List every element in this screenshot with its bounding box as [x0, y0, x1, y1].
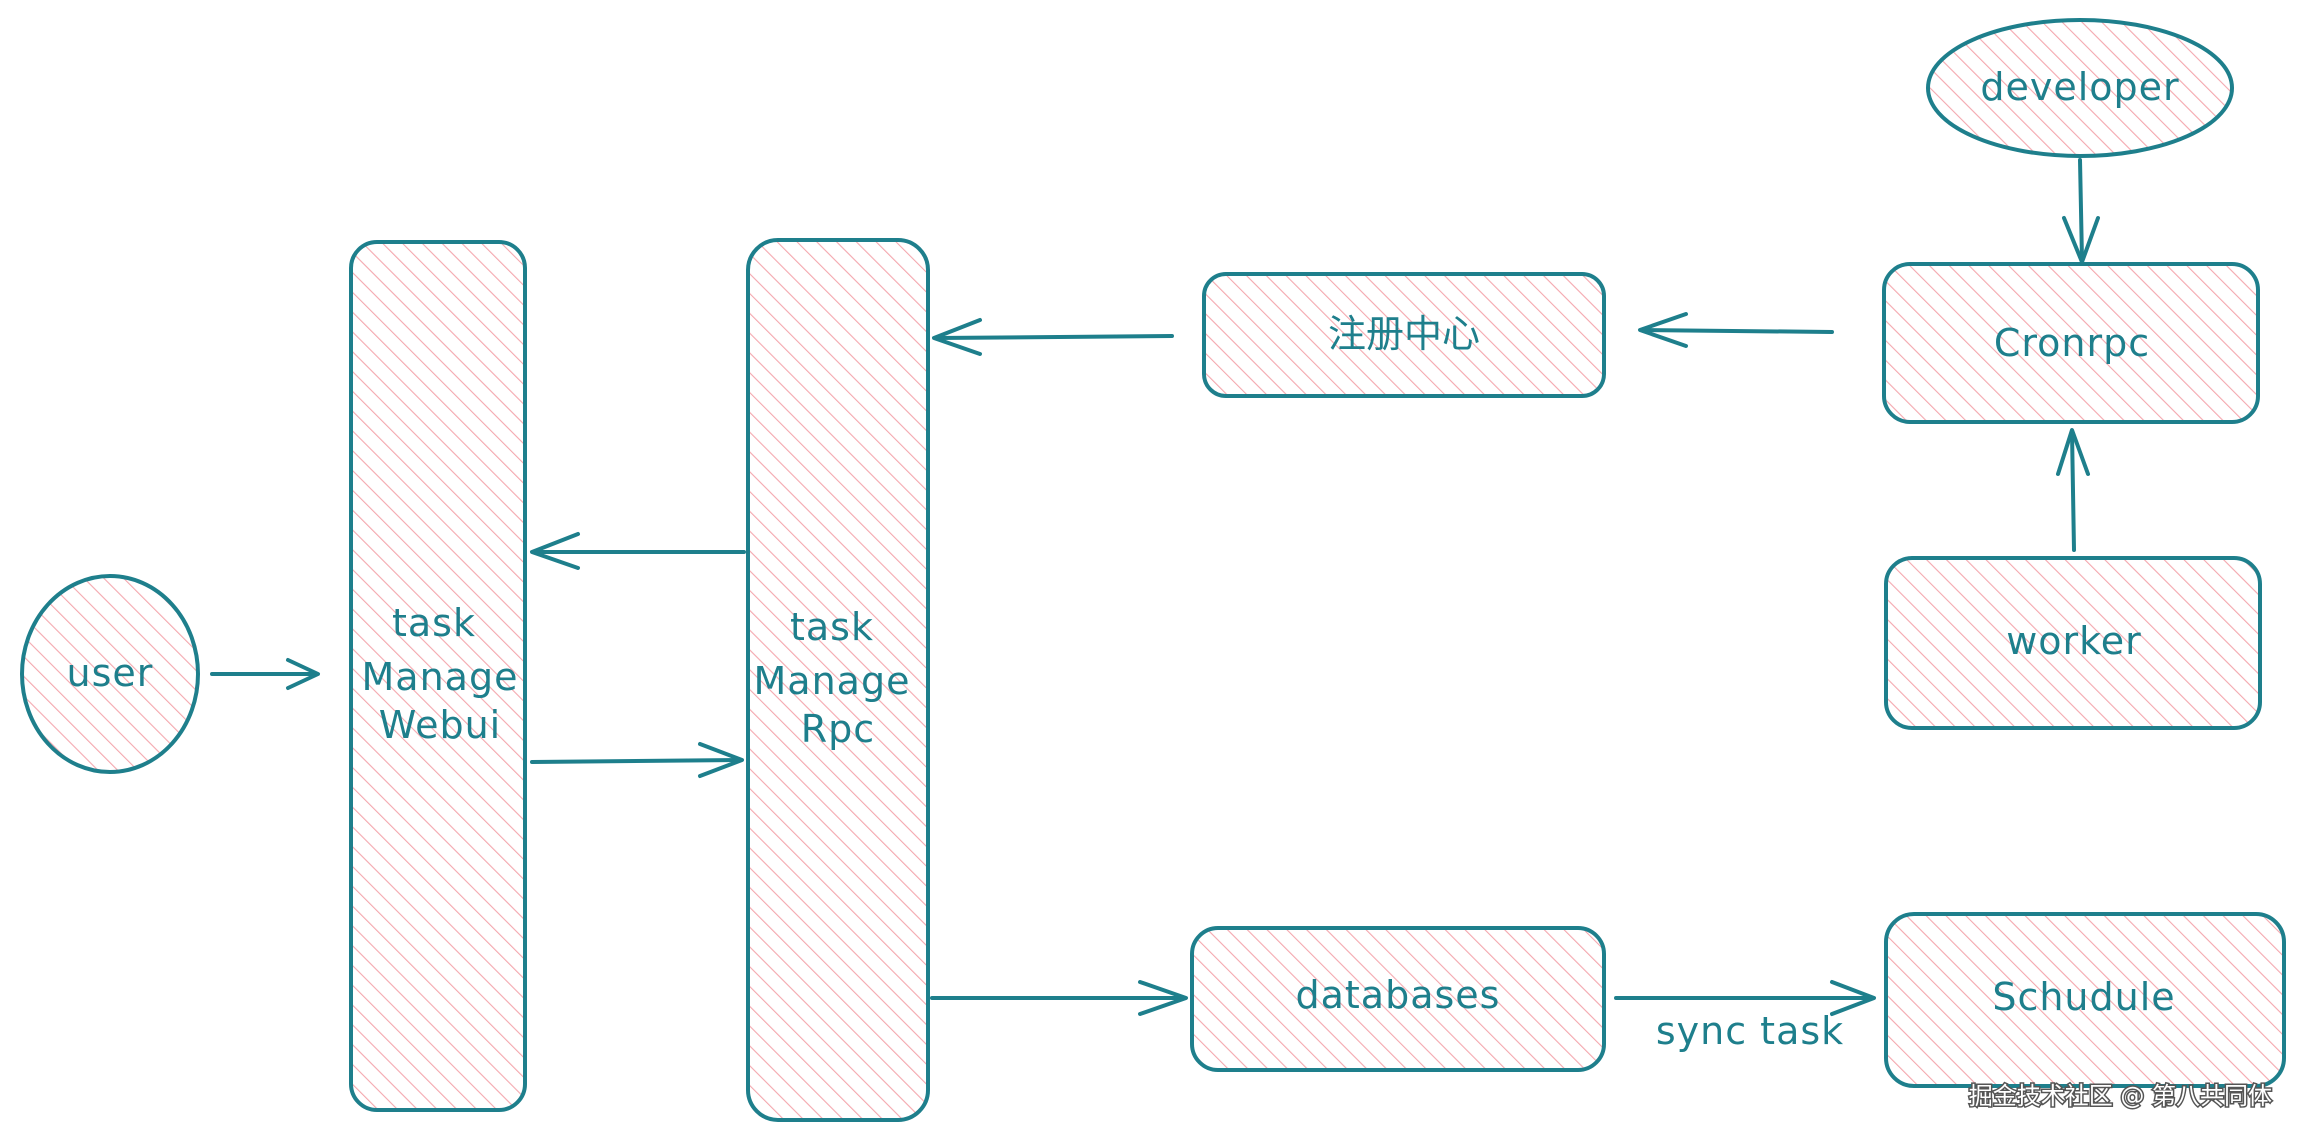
edge-webui-to-rpc-line [530, 758, 742, 764]
databases-box [1190, 926, 1606, 1072]
edge-databases-to-schedule: sync task [1614, 980, 1876, 1053]
edge-user-to-webui-arrowhead [286, 658, 320, 690]
edge-rpc-to-databases-arrowhead [1138, 980, 1188, 1016]
user-circle [20, 574, 200, 774]
databases-label: databases [1296, 973, 1501, 1017]
webui-label-line-1: task [392, 601, 476, 645]
edge-worker-to-cronrpc-line [2070, 430, 2076, 552]
node-developer: developer [1926, 18, 2234, 158]
node-rpc: task Manage Rpc [746, 238, 930, 1122]
registry-label: 注册中心 [1328, 312, 1480, 356]
edge-worker-to-cronrpc-arrowhead [2056, 428, 2090, 476]
user-label: user [67, 651, 154, 695]
edge-developer-to-cronrpc [2062, 158, 2100, 264]
watermark-text: 掘金技术社区 @ 第八共同体 [1969, 1082, 2272, 1110]
edge-rpc-to-databases [930, 980, 1188, 1016]
node-cronrpc: Cronrpc [1882, 262, 2260, 424]
webui-label-line-3: Webui [379, 703, 502, 747]
cronrpc-box [1882, 262, 2260, 424]
registry-box [1202, 272, 1606, 398]
rpc-label-line-2: Manage [754, 659, 911, 703]
edge-webui-to-rpc [530, 742, 744, 778]
node-databases: databases [1190, 926, 1606, 1072]
rpc-label-line-1: task [790, 605, 874, 649]
node-worker: worker [1884, 556, 2262, 730]
schedule-box [1884, 912, 2286, 1088]
cronrpc-label: Cronrpc [1994, 321, 2150, 365]
edge-cronrpc-to-registry-arrowhead [1638, 312, 1688, 348]
node-webui: task Manage Webui [349, 240, 527, 1112]
webui-label-line-2: Manage [362, 655, 519, 699]
rpc-label-line-3: Rpc [801, 707, 875, 751]
developer-ellipse [1926, 18, 2234, 158]
edge-user-to-webui [210, 658, 320, 690]
edge-developer-to-cronrpc-line [2078, 158, 2084, 262]
node-user: user [20, 574, 200, 774]
rpc-box [746, 238, 930, 1122]
edge-registry-to-rpc [932, 318, 1174, 356]
schedule-label: Schudule [1992, 975, 2175, 1019]
edge-cronrpc-to-registry-line [1640, 328, 1834, 334]
edge-rpc-to-webui [530, 532, 746, 570]
node-schedule: Schudule [1884, 912, 2286, 1088]
worker-box [1884, 556, 2262, 730]
node-registry: 注册中心 [1202, 272, 1606, 398]
edge-worker-to-cronrpc [2056, 428, 2090, 552]
developer-label: developer [1980, 65, 2179, 109]
edge-cronrpc-to-registry [1638, 312, 1834, 348]
edge-registry-to-rpc-arrowhead [932, 318, 982, 356]
edge-webui-to-rpc-arrowhead [698, 742, 744, 778]
webui-box [349, 240, 527, 1112]
worker-label: worker [2006, 619, 2142, 663]
edge-databases-to-schedule-arrowhead [1830, 980, 1876, 1016]
edge-rpc-to-webui-arrowhead [530, 532, 580, 570]
edge-sync-task-label: sync task [1656, 1009, 1844, 1053]
edge-developer-to-cronrpc-arrowhead [2062, 216, 2100, 264]
edge-registry-to-rpc-line [934, 334, 1174, 340]
